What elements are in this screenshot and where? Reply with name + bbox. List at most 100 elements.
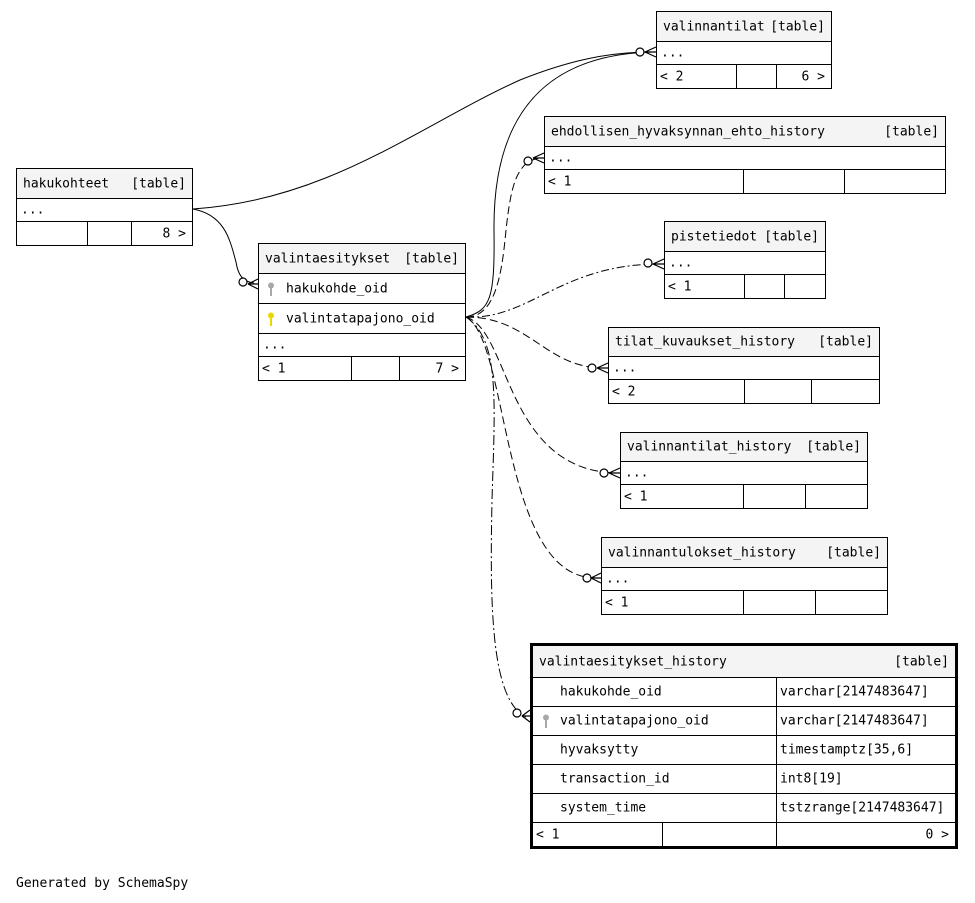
nav-row: < 2 6 > xyxy=(657,64,831,88)
ellipsis: ... xyxy=(263,337,287,353)
nav-left-count[interactable]: < 1 xyxy=(605,595,629,610)
table-hakukohteet[interactable]: hakukohteet [table] ... 8 > xyxy=(16,168,193,246)
table-kind: [table] xyxy=(131,176,186,191)
nav-left-count[interactable]: < 1 xyxy=(668,279,692,294)
edge-valintaesitykset-valinnantilat xyxy=(465,51,653,318)
crowfoot xyxy=(652,258,665,270)
table-tilat-kuvaukset-history[interactable]: tilat_kuvaukset_history [table] ... < 2 xyxy=(608,327,880,404)
table-ehdollisen-hyvaksynnan-ehto-history[interactable]: ehdollisen_hyvaksynnan_ehto_history [tab… xyxy=(544,116,946,194)
nav-row: < 2 xyxy=(609,379,879,403)
table-name: ehdollisen_hyvaksynnan_ehto_history xyxy=(551,124,825,139)
ellipsis: ... xyxy=(661,45,685,61)
edge-end-circle xyxy=(599,468,609,478)
table-kind: [table] xyxy=(826,545,881,560)
table-pistetiedot[interactable]: pistetiedot [table] ... < 1 xyxy=(664,221,826,299)
table-name: valintaesitykset_history xyxy=(539,654,727,669)
edge-valintaesitykset-history xyxy=(465,316,527,718)
table-kind: [table] xyxy=(894,654,949,669)
table-kind: [table] xyxy=(818,334,873,350)
table-header[interactable]: hakukohteet [table] xyxy=(17,169,192,198)
column-row[interactable]: transaction_id int8[19] xyxy=(533,764,955,793)
table-name: valinnantilat xyxy=(663,19,765,34)
ellipsis-row: ... xyxy=(665,251,825,274)
table-name: pistetiedot xyxy=(671,229,758,244)
table-valintaesitykset[interactable]: valintaesitykset [table] hakukohde_oid v… xyxy=(258,243,466,381)
table-valintaesitykset-history[interactable]: valintaesitykset_history [table] hakukoh… xyxy=(530,643,958,849)
table-header[interactable]: valinnantulokset_history [table] xyxy=(602,538,887,567)
table-header[interactable]: pistetiedot [table] xyxy=(665,222,825,251)
edge-valintaesitykset-valinnantulokset xyxy=(465,316,598,579)
ellipsis-row: ... xyxy=(259,333,465,356)
edge-valintaesitykset-pistetiedot xyxy=(465,263,661,318)
table-valinnantulokset-history[interactable]: valinnantulokset_history [table] ... < 1 xyxy=(601,537,888,615)
nav-row: < 1 xyxy=(545,169,945,193)
edge-valintaesitykset-valinnantilat-history xyxy=(465,316,617,474)
nav-left-count[interactable]: < 1 xyxy=(548,174,572,189)
ellipsis: ... xyxy=(21,202,45,218)
table-name: tilat_kuvaukset_history xyxy=(615,334,796,350)
table-name: hakukohteet xyxy=(23,176,110,191)
column-row[interactable]: valintatapajono_oid xyxy=(259,303,465,333)
foreign-key-icon xyxy=(268,282,274,296)
nav-row: < 1 0 > xyxy=(533,822,955,846)
column-type: varchar[2147483647] xyxy=(780,684,929,700)
nav-right-count[interactable]: 8 > xyxy=(162,226,186,241)
edge-end-circle xyxy=(587,363,597,373)
crowfoot xyxy=(608,467,621,479)
column-row[interactable]: hakukohde_oid varchar[2147483647] xyxy=(533,677,955,706)
table-kind: [table] xyxy=(404,251,459,266)
edge-end-circle xyxy=(512,708,522,718)
primary-key-icon xyxy=(268,312,274,326)
ellipsis: ... xyxy=(613,360,637,376)
column-row[interactable]: hyvaksytty timestamptz[35,6] xyxy=(533,735,955,764)
footer-credit: Generated by SchemaSpy xyxy=(16,876,189,891)
table-header[interactable]: valintaesitykset [table] xyxy=(259,244,465,273)
column-row[interactable]: valintatapajono_oid varchar[2147483647] xyxy=(533,706,955,735)
ellipsis-row: ... xyxy=(621,461,867,484)
ellipsis: ... xyxy=(669,255,693,271)
edge-valintaesitykset-ehdollisen xyxy=(465,157,542,318)
nav-left-count[interactable]: < 1 xyxy=(624,489,648,504)
table-header[interactable]: tilat_kuvaukset_history [table] xyxy=(609,328,879,356)
nav-left-count[interactable]: < 2 xyxy=(660,69,684,84)
edge-hakukohteet-valinnantilat xyxy=(192,51,653,210)
nav-right-count[interactable]: 7 > xyxy=(435,361,459,376)
ellipsis-row: ... xyxy=(657,41,831,64)
crowfoot xyxy=(590,572,602,584)
column-row[interactable]: system_time tstzrange[2147483647] xyxy=(533,793,955,822)
nav-row: < 1 xyxy=(621,484,867,508)
nav-left-count[interactable]: < 1 xyxy=(262,361,286,376)
column-name: transaction_id xyxy=(560,771,670,787)
nav-left-count[interactable]: < 2 xyxy=(612,384,636,399)
table-header[interactable]: ehdollisen_hyvaksynnan_ehto_history [tab… xyxy=(545,117,945,146)
nav-right-count[interactable]: 0 > xyxy=(925,827,949,842)
crowfoot xyxy=(247,278,259,290)
column-name: system_time xyxy=(560,800,647,816)
edge-end-circle xyxy=(523,156,533,166)
nav-row: 8 > xyxy=(17,221,192,245)
column-row[interactable]: hakukohde_oid xyxy=(259,273,465,303)
table-valinnantilat-history[interactable]: valinnantilat_history [table] ... < 1 xyxy=(620,432,868,509)
crowfoot xyxy=(644,46,657,58)
ellipsis-row: ... xyxy=(17,198,192,221)
nav-row: < 1 xyxy=(665,274,825,298)
column-name: valintatapajono_oid xyxy=(286,311,435,326)
table-valinnantilat[interactable]: valinnantilat [table] ... < 2 6 > xyxy=(656,11,832,89)
table-header[interactable]: valinnantilat_history [table] xyxy=(621,433,867,461)
table-kind: [table] xyxy=(806,439,861,455)
column-type: int8[19] xyxy=(780,771,843,787)
nav-row: < 1 7 > xyxy=(259,356,465,380)
table-kind: [table] xyxy=(884,124,939,139)
edge-valintaesitykset-tilat xyxy=(465,316,605,369)
crowfoot xyxy=(532,152,545,164)
nav-right-count[interactable]: 6 > xyxy=(801,69,825,84)
nav-left-count[interactable]: < 1 xyxy=(536,827,560,842)
table-name: valinnantulokset_history xyxy=(608,545,796,560)
table-header[interactable]: valinnantilat [table] xyxy=(657,12,831,41)
table-header[interactable]: valintaesitykset_history [table] xyxy=(533,646,955,677)
table-name: valintaesitykset xyxy=(265,251,391,266)
edge-end-circle xyxy=(582,573,592,583)
ellipsis: ... xyxy=(606,571,630,587)
ellipsis-row: ... xyxy=(545,146,945,169)
